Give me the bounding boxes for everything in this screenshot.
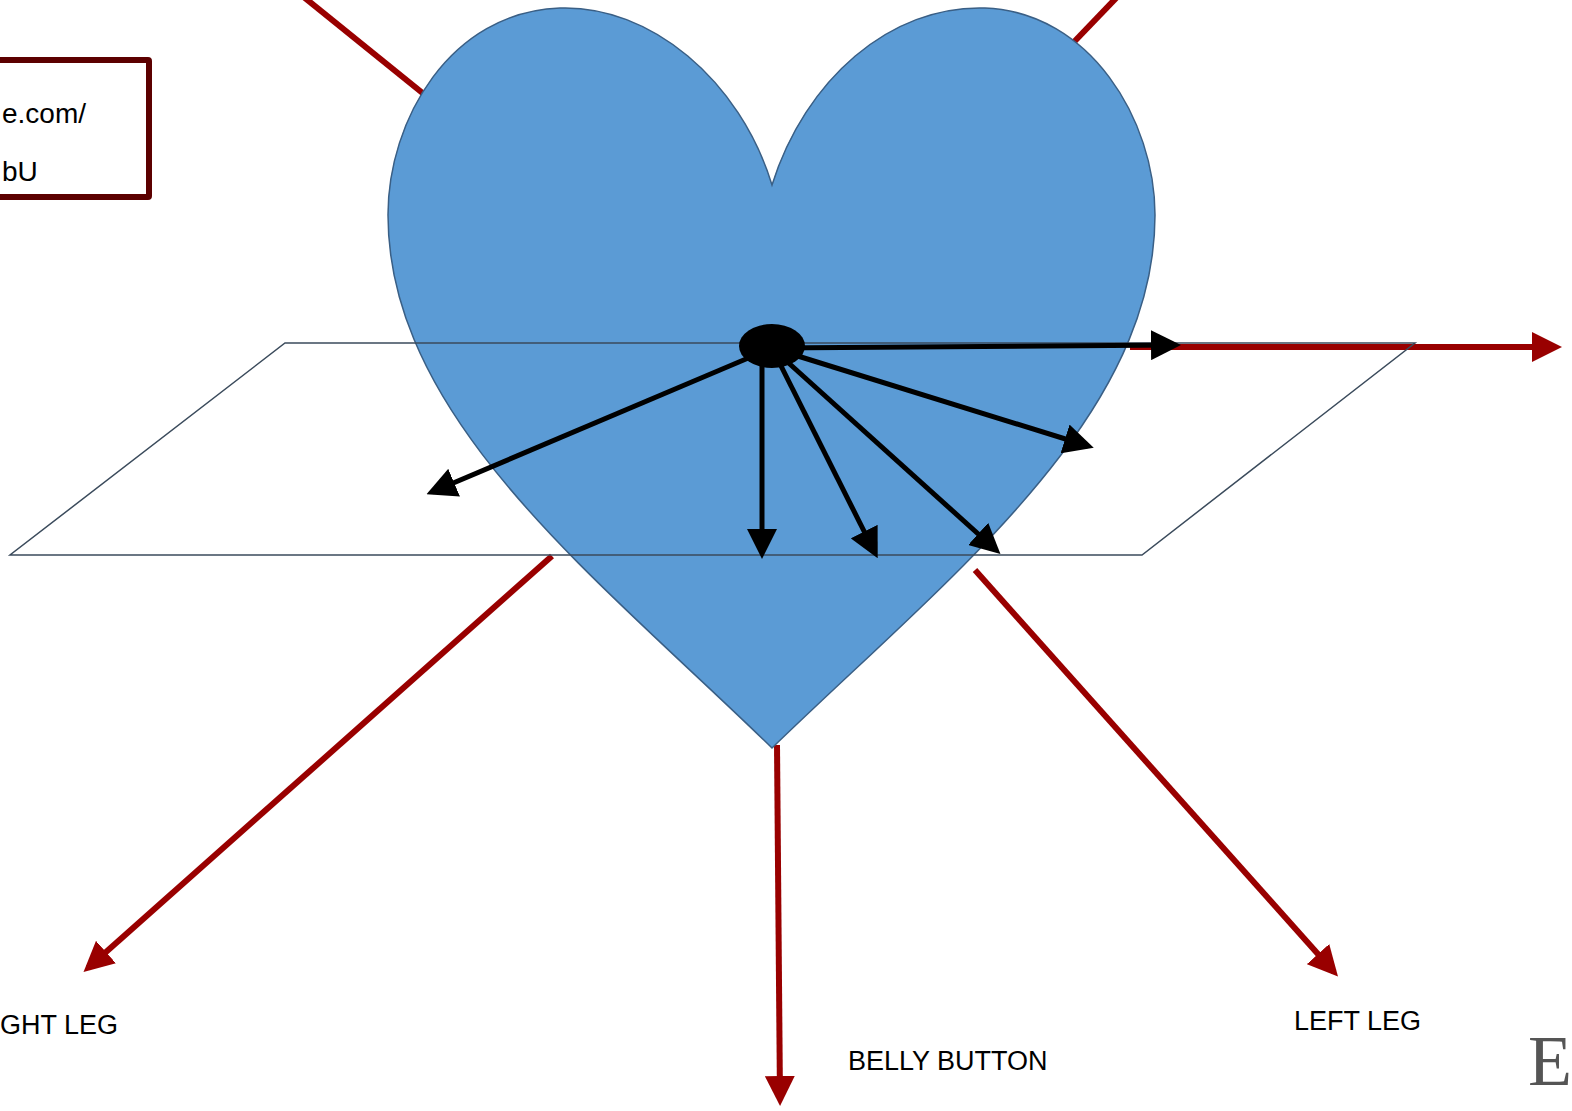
vector-arrow xyxy=(772,348,875,553)
lead-arrow xyxy=(1130,344,1556,350)
lead-label: LEFT LEG xyxy=(1294,1006,1421,1037)
vector-arrow xyxy=(432,348,772,492)
vector-arrow xyxy=(772,348,1088,446)
lead-label: GHT LEG xyxy=(0,1010,118,1041)
lead-arrow xyxy=(975,570,1334,972)
lead-arrow xyxy=(1072,0,1120,44)
vector-arrow xyxy=(772,348,996,550)
cropped-letter: E xyxy=(1528,1020,1572,1103)
box-text: e.com/ bU xyxy=(2,85,102,201)
horizontal-plane xyxy=(10,343,1415,555)
vector-arrow xyxy=(760,348,765,553)
lead-arrow xyxy=(300,0,425,95)
center-dot xyxy=(739,324,805,368)
heart-shape xyxy=(388,8,1155,748)
lead-label: BELLY BUTTON xyxy=(848,1046,1048,1077)
text-box: e.com/ bU xyxy=(0,57,152,200)
lead-arrow xyxy=(777,745,780,1100)
lead-arrow xyxy=(88,556,552,968)
vector-arrow xyxy=(772,345,1175,348)
